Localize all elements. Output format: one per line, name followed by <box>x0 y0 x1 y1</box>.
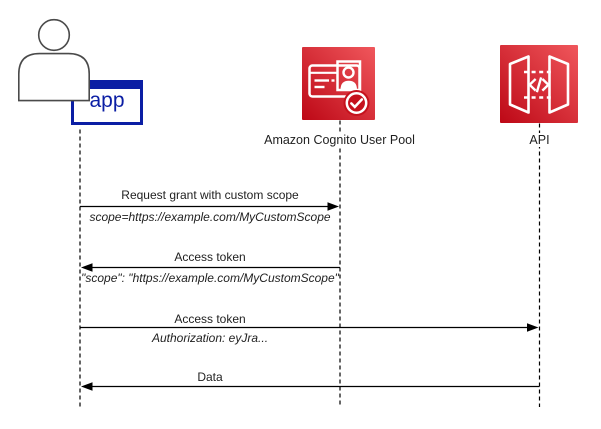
message-2-sublabel: "scope": "https://example.com/MyCustomSc… <box>81 271 339 285</box>
message-3-sublabel: Authorization: eyJra... <box>151 331 269 345</box>
message-1-sublabel: scope=https://example.com/MyCustomScope <box>89 210 331 224</box>
app-window <box>71 80 143 125</box>
api-gateway-icon <box>500 45 578 123</box>
arrowhead-right-icon <box>527 323 539 332</box>
message-4-label: Data <box>197 370 223 384</box>
api-label: API <box>527 133 552 147</box>
app-window-titlebar <box>74 83 140 89</box>
message-2-label: Access token <box>174 250 246 264</box>
check-badge-icon <box>343 90 370 116</box>
user-head <box>37 18 71 52</box>
dashed-links-icon <box>524 70 554 99</box>
message-1-label: Request grant with custom scope <box>121 188 299 202</box>
message-3-label: Access token <box>174 312 246 326</box>
cognito-user-pool-icon <box>302 47 375 120</box>
gate-panels-icon <box>508 55 570 114</box>
id-card-icon <box>308 60 362 98</box>
arrow-access-token-to-api <box>80 323 539 332</box>
code-slash-icon <box>527 77 551 93</box>
cognito-label: Amazon Cognito User Pool <box>262 133 417 147</box>
app-window-label: app <box>89 89 125 112</box>
arrowhead-left-icon <box>81 382 93 391</box>
arrow-data <box>81 382 540 391</box>
card-portrait-icon <box>340 66 357 90</box>
